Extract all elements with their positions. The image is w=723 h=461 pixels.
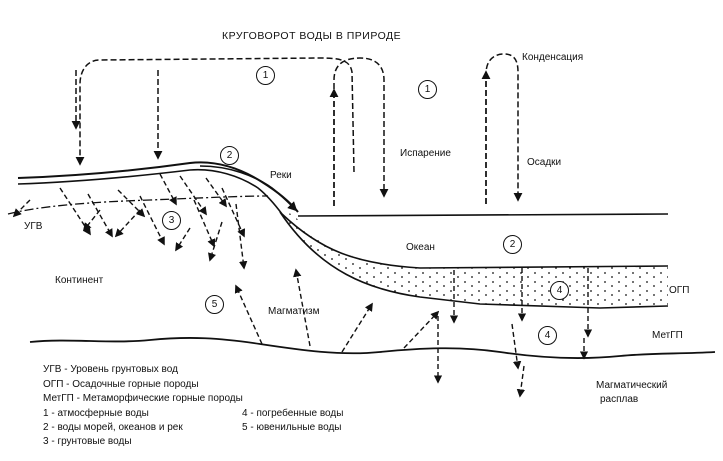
legend-item-4: 4 - погребенные воды <box>242 408 344 419</box>
atmospheric-loop-left <box>75 57 355 173</box>
marker-circle-5: 5 <box>205 295 224 314</box>
label-precipitation: Осадки <box>527 157 562 168</box>
legend-item-1: 1 - атмосферные воды <box>43 408 149 419</box>
label-ugv: УГВ <box>24 221 43 232</box>
marker-circle-4-sediment: 4 <box>550 281 569 300</box>
legend-metgp: МетГП - Метаморфические горные породы <box>43 393 243 404</box>
label-ocean: Океан <box>406 242 435 253</box>
legend-item-2: 2 - воды морей, океанов и рек <box>43 422 183 433</box>
legend-ugv: УГВ - Уровень грунтовых вод <box>43 364 178 375</box>
legend-ogp: ОГП - Осадочные горные породы <box>43 379 199 390</box>
label-metgp: МетГП <box>652 330 683 341</box>
label-continent: Континент <box>55 275 104 286</box>
label-condensation: Конденсация <box>522 52 584 63</box>
metamorphic-boundary-line <box>29 337 716 359</box>
marker-circle-1-right: 1 <box>418 80 437 99</box>
ocean-surface-line <box>297 213 669 217</box>
river-bed <box>17 168 283 215</box>
marker-circle-1-left: 1 <box>256 66 275 85</box>
subsurface-arrows-continent <box>12 173 248 270</box>
label-magmatism: Магматизм <box>268 306 320 317</box>
legend-item-3: 3 - грунтовые воды <box>43 436 132 447</box>
sedimentary-layer-fill <box>280 212 668 308</box>
magmatism-arrows <box>234 268 440 353</box>
buried-water-arrows <box>433 268 593 398</box>
label-evaporation: Испарение <box>400 148 451 159</box>
marker-circle-2-river: 2 <box>220 146 239 165</box>
label-ogp: ОГП <box>669 285 690 296</box>
label-magma-melt-1: Магматический <box>596 380 668 391</box>
marker-circle-2-ocean: 2 <box>503 235 522 254</box>
marker-circle-3: 3 <box>162 211 181 230</box>
marker-circle-4-meta: 4 <box>538 326 557 345</box>
groundwater-level-line <box>7 195 269 215</box>
legend-item-5: 5 - ювенильные воды <box>242 422 342 433</box>
label-magma-melt-2: расплав <box>600 394 639 405</box>
diagram-title: КРУГОВОРОТ ВОДЫ В ПРИРОДЕ <box>222 30 402 42</box>
evaporation-loop-ocean <box>333 57 389 206</box>
label-rivers: Реки <box>270 170 292 181</box>
ocean-floor-line <box>281 213 669 269</box>
condensation-loop-right <box>485 53 523 204</box>
sedimentary-base-line <box>279 211 669 309</box>
river-flow-arrow <box>199 165 298 212</box>
